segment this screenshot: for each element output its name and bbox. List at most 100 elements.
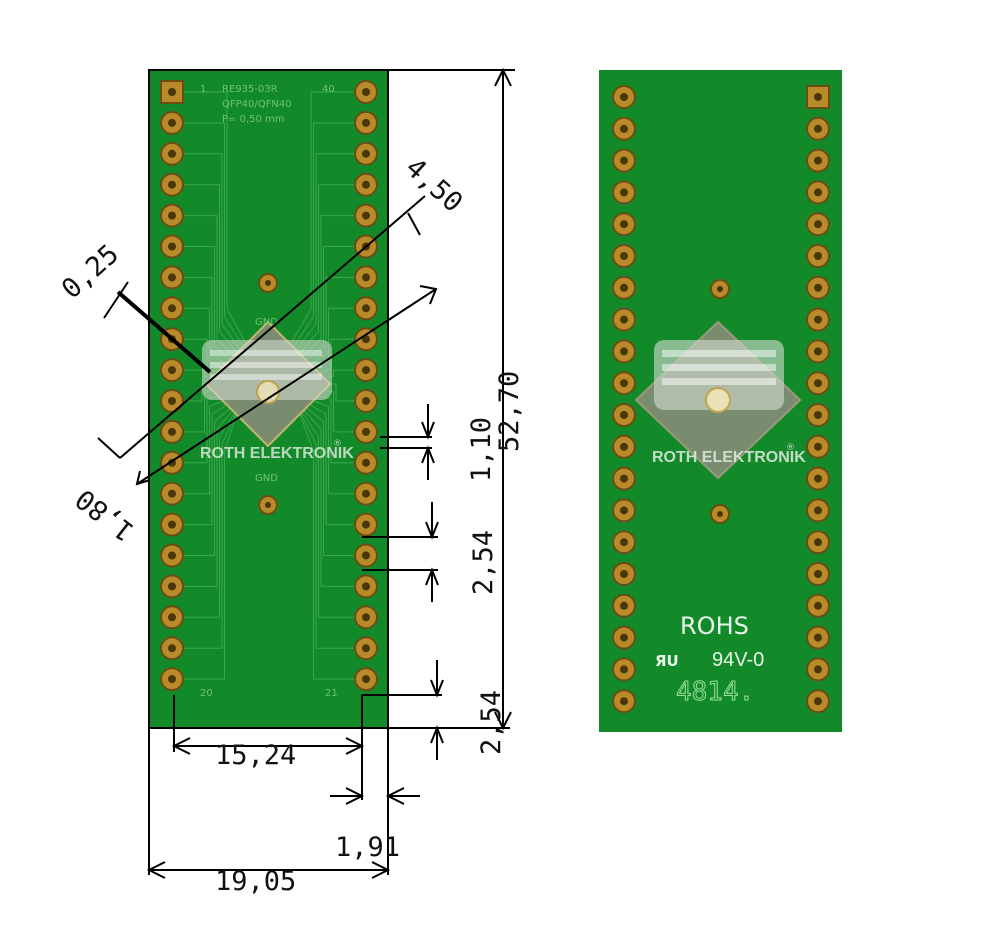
right-pad-col2-hole [814, 665, 822, 674]
left-logo-registered: ® [333, 439, 342, 449]
left-pad-col1-hole [168, 304, 176, 313]
right-pad-col1-hole [620, 411, 628, 419]
right-pad-col2-hole [814, 220, 822, 229]
right-logo: ROTH ELEKTRONIK ® [652, 340, 806, 466]
right-pad-col1-hole [620, 665, 628, 674]
dim-pitch-vertical: 2,54 [468, 530, 499, 595]
right-pad-col2-hole [814, 697, 822, 706]
left-pad-col2-hole [362, 675, 370, 684]
left-pad-col2-hole [362, 613, 370, 622]
right-pad-col2-hole [814, 188, 822, 197]
left-pad-col1-hole [168, 675, 176, 684]
left-pad-col1-hole [168, 242, 176, 251]
left-pad-col1-hole [168, 88, 176, 96]
right-pad-col1-hole [620, 156, 628, 165]
left-pad-col1-hole [168, 644, 176, 653]
right-pad-col2-hole [814, 411, 822, 419]
right-pad-col1-hole [620, 347, 628, 356]
left-logo: ROTH ELEKTRONIK ® [200, 340, 354, 462]
right-pad-col1-hole [620, 220, 628, 229]
right-pad-col2-hole [814, 379, 822, 388]
right-pad-col1-hole [620, 474, 628, 483]
left-pad-col2-hole [362, 335, 370, 344]
dim-pad-size: 1,10 [466, 417, 497, 482]
right-pad-col2-hole [814, 506, 822, 515]
right-pad-col2-hole [814, 93, 822, 101]
right-pad-col2-hole [814, 252, 822, 260]
right-pad-col1-hole [620, 283, 628, 292]
right-pad-col2-hole [814, 570, 822, 578]
right-logo-text: ROTH ELEKTRONIK [652, 449, 806, 466]
left-trace [289, 394, 355, 618]
right-pad-col2-hole [814, 156, 822, 165]
right-pad-col1-hole [620, 315, 628, 324]
right-pad-col1-hole [620, 252, 628, 260]
right-pad-col2-hole [814, 538, 822, 547]
left-pad-col1-hole [168, 366, 176, 375]
silk-package: QFP40/QFN40 [222, 99, 292, 110]
left-logo-text: ROTH ELEKTRONIK [200, 445, 354, 462]
right-pads [612, 85, 830, 714]
dim-diag-180: 1,80 [70, 482, 140, 546]
dim-height-total: 52,70 [494, 371, 525, 452]
left-pad-col1-hole [168, 211, 176, 220]
left-pad-col1-hole [168, 273, 176, 282]
left-pad-col2-hole [362, 88, 370, 96]
left-trace [291, 395, 355, 649]
right-pad-col2-hole [814, 315, 822, 324]
dim-edge-side: 1,91 [335, 832, 400, 863]
right-pad-col1-hole [620, 93, 628, 101]
right-pad-col1-hole [620, 124, 628, 133]
left-trace [183, 397, 243, 680]
left-pad-col1-hole [168, 613, 176, 622]
right-pad-col1-hole [620, 506, 628, 515]
left-pad-col2-hole [362, 118, 370, 127]
right-rohs: ROHS [680, 612, 749, 640]
right-date-code: 4814. [676, 677, 754, 707]
left-pad-col2-hole [362, 520, 370, 529]
dim-diag-025: 0,25 [56, 239, 125, 306]
right-pad-col2-hole [814, 633, 822, 642]
left-pad-col2-hole [362, 489, 370, 498]
left-pad-col1-hole [168, 520, 176, 529]
right-pad-col1-hole [620, 188, 628, 197]
right-pad-col1-hole [620, 379, 628, 388]
silk-pitch: P= 0,50 mm [222, 114, 285, 125]
left-pad-col2-hole [362, 551, 370, 560]
silk-pin-count: 40 [322, 84, 335, 95]
silk-pin21: 21 [325, 688, 338, 699]
left-pad-col2-hole [362, 644, 370, 653]
dimension-lines [97, 67, 515, 879]
dim-width-total: 19,05 [215, 866, 296, 897]
right-pad-col1-hole [620, 538, 628, 547]
right-logo-registered: ® [786, 443, 795, 453]
left-trace [293, 397, 355, 680]
left-pad-col1-hole [168, 551, 176, 560]
left-pad-col2-hole [362, 180, 370, 189]
silk-pin20: 20 [200, 688, 213, 699]
left-pad-col2-hole [362, 397, 370, 405]
left-pad-col1-hole [168, 118, 176, 127]
left-pad-col2-hole [362, 458, 370, 467]
right-pad-col1-hole [620, 633, 628, 642]
left-pad-col2-hole [362, 582, 370, 591]
right-pad-col2-hole [814, 601, 822, 610]
left-trace [183, 394, 247, 618]
right-pad-col1-hole [620, 570, 628, 578]
left-pad-col1-hole [168, 489, 176, 498]
left-pad-col2-hole [362, 211, 370, 220]
left-pad-col2-hole [362, 149, 370, 158]
left-pad-col2-hole [362, 273, 370, 282]
right-ul-mark: ЯU [655, 652, 679, 670]
left-trace [183, 395, 245, 649]
dimension-labels: 52,70 1,10 2,54 2,54 15,24 1,91 19,05 4,… [56, 152, 525, 897]
left-trace [287, 392, 355, 587]
dim-row-spacing: 15,24 [215, 740, 296, 771]
left-pad-col1-hole [168, 149, 176, 158]
left-pad-col2-hole [362, 366, 370, 375]
right-rating: 94V-0 [712, 649, 764, 671]
silk-pin1: 1 [200, 84, 206, 95]
silk-gnd-bottom: GND [255, 473, 278, 484]
left-pad-col2-hole [362, 427, 370, 436]
